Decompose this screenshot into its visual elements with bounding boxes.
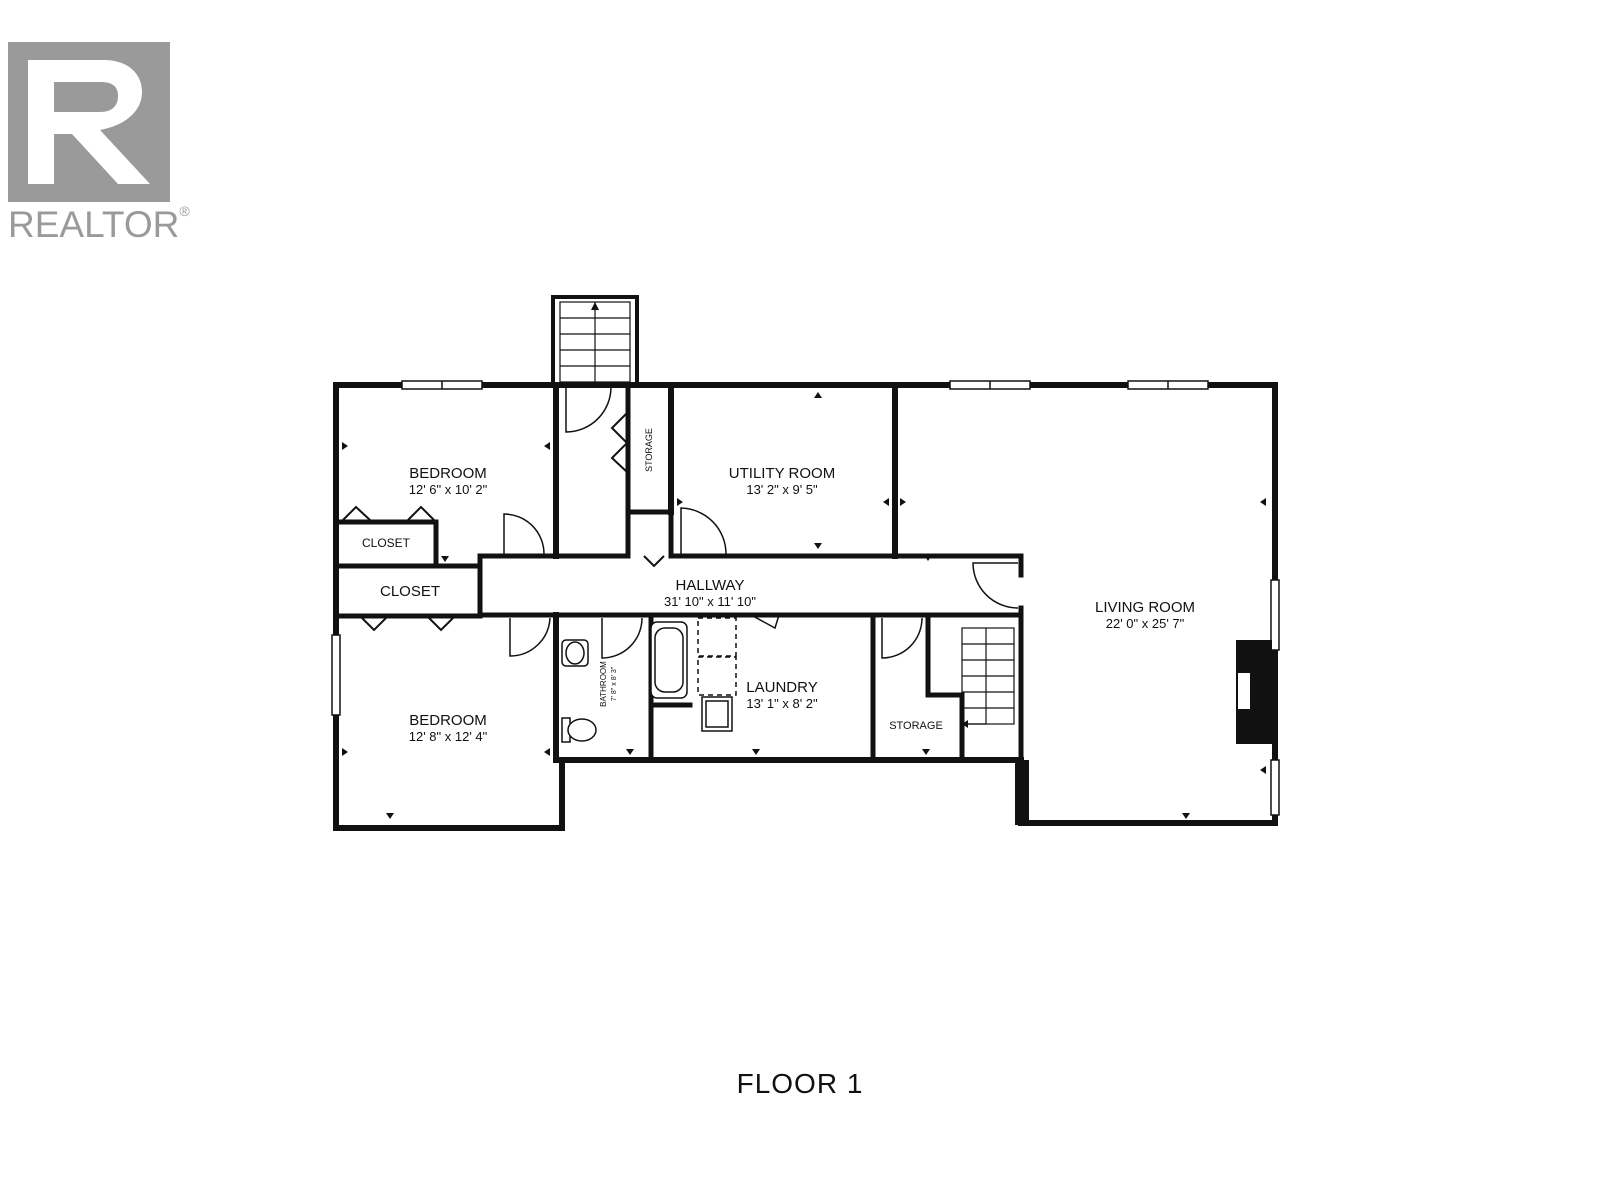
wall-block <box>1015 760 1029 825</box>
bedroom-bottom-size: 12' 8" x 12' 4" <box>409 729 488 744</box>
closet-large-label: CLOSET <box>380 583 440 600</box>
bedroom-bottom-name: BEDROOM <box>409 712 487 729</box>
bifold-door <box>427 616 455 632</box>
hallway-size: 31' 10" x 11' 10" <box>664 594 756 609</box>
laundry-size: 13' 1" x 8' 2" <box>746 696 818 711</box>
bifold-door <box>360 616 388 632</box>
door-swing <box>881 617 923 659</box>
bedroom-top-size: 12' 6" x 10' 2" <box>409 482 488 497</box>
door-swing <box>503 513 545 555</box>
washer <box>697 617 737 657</box>
laundry-name: LAUNDRY <box>746 679 817 696</box>
floor-title: FLOOR 1 <box>736 1068 864 1099</box>
living-room-name: LIVING ROOM <box>1095 599 1195 616</box>
door-swing <box>601 617 643 659</box>
realtor-logo-icon <box>8 42 170 202</box>
living-room-size: 22' 0" x 25' 7" <box>1106 616 1185 631</box>
bifold-door <box>610 412 629 473</box>
closet-small-label: CLOSET <box>362 536 411 550</box>
door-swing <box>750 614 780 630</box>
window <box>1270 759 1280 816</box>
door-swing <box>565 386 612 433</box>
bathroom-size: 7' 8" x 8' 3" <box>611 666 618 701</box>
bifold-door <box>407 505 435 521</box>
door-swing <box>509 617 551 657</box>
utility-room-size: 13' 2" x 9' 5" <box>746 482 818 497</box>
bifold-door <box>342 505 371 521</box>
realtor-logo-text: REALTOR® <box>8 203 190 245</box>
storage-top-label: STORAGE <box>644 428 654 472</box>
window <box>1270 579 1280 651</box>
door-swing <box>680 507 727 555</box>
bedroom-top-name: BEDROOM <box>409 465 487 482</box>
dryer <box>697 656 737 696</box>
bifold-door <box>643 555 665 568</box>
utility-room-name: UTILITY ROOM <box>729 465 835 482</box>
hallway-name: HALLWAY <box>676 577 745 594</box>
bathroom-name: BATHROOM <box>599 661 608 707</box>
window <box>331 634 341 716</box>
door-swing <box>972 562 1019 609</box>
storage-bottom-label: STORAGE <box>889 720 943 732</box>
